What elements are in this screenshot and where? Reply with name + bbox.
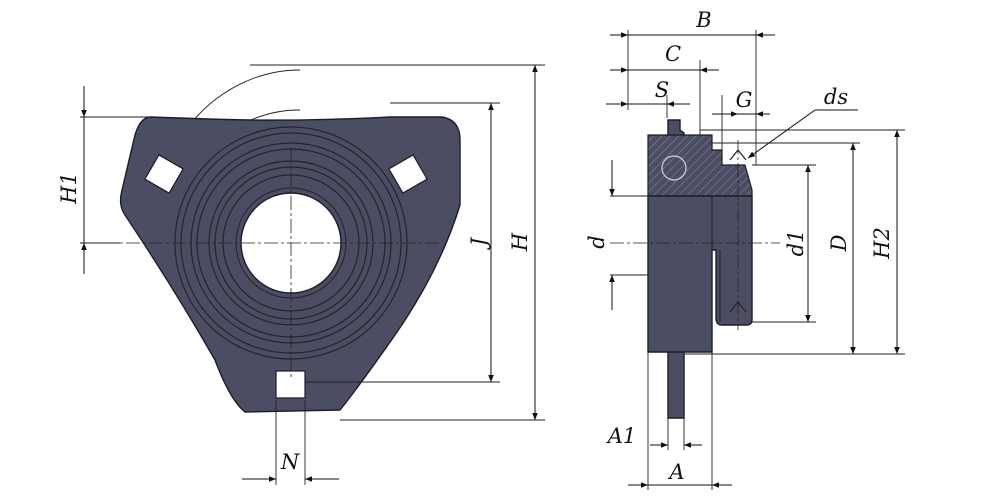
label-b: B [695,8,711,32]
dim-D: D [827,143,856,354]
label-g: G [736,88,753,112]
dim-a1: A1 [606,424,702,448]
dim-h1: H1 [57,86,87,274]
section-hatch [647,134,753,197]
dim-d1: d1 [784,165,811,322]
label-a1: A1 [606,424,637,448]
dim-s: S [606,78,690,107]
dim-a: A [628,460,732,488]
mounting-hole-right [388,154,428,194]
label-n: N [280,450,300,474]
label-d1: d1 [784,230,808,257]
label-h: H [508,232,532,252]
label-h1: H1 [57,172,81,205]
dim-d: d [585,160,615,310]
label-h2: H2 [870,227,894,260]
label-a: A [667,460,684,484]
mounting-hole-left [144,154,184,194]
label-D: D [827,234,851,252]
ball [661,155,687,181]
dim-b: B [610,8,775,38]
dim-ds: ds [747,85,858,159]
label-j: J [467,236,491,250]
label-s: S [655,78,669,102]
dim-h2: H2 [870,130,900,354]
label-d: d [585,235,609,248]
housing-body [647,195,753,353]
dim-j: J [467,103,494,382]
dim-n: N [242,450,339,482]
label-ds: ds [824,85,848,109]
side-view: B C S G ds [585,8,905,490]
dim-c: C [610,42,719,73]
dim-g: G [712,88,770,117]
front-view: H1 J H N [57,64,545,485]
label-c: C [665,42,681,66]
mounting-hole-bottom [275,370,306,399]
dim-h: H [508,65,538,420]
